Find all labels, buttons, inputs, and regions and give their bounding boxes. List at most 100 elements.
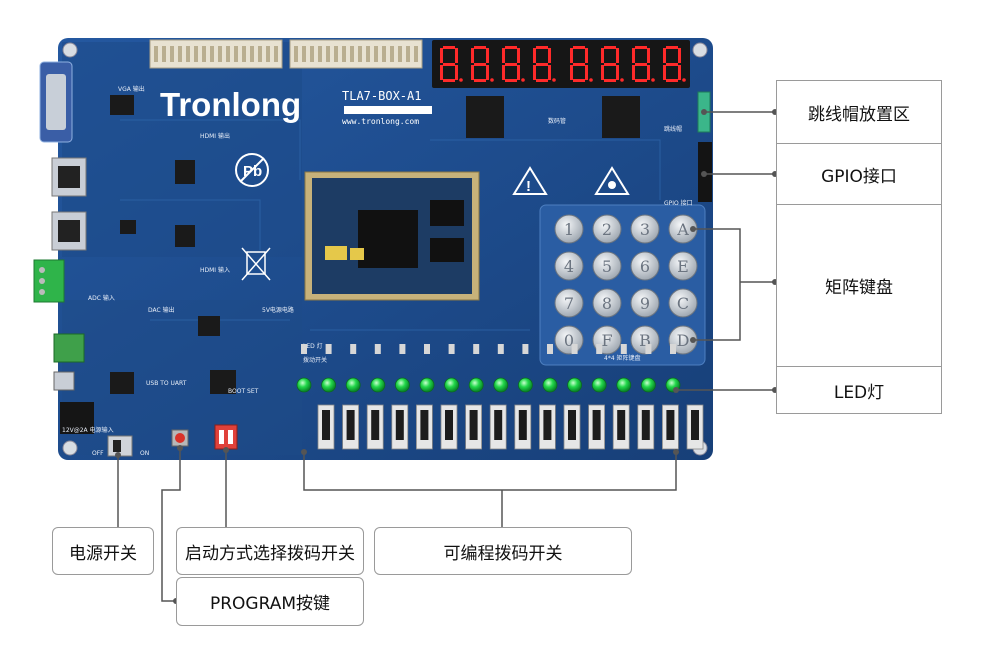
silk-vga: VGA 输出 bbox=[118, 85, 145, 93]
slide-switch bbox=[391, 404, 409, 450]
led bbox=[493, 377, 509, 393]
callout-dip-switch: 可编程拨码开关 bbox=[374, 527, 632, 575]
seg-digit bbox=[471, 46, 494, 82]
seg-digit bbox=[533, 46, 556, 82]
callout-gpio: GPIO接口 bbox=[776, 143, 942, 205]
keypad-key-label: B bbox=[639, 331, 651, 350]
silk-on: ON bbox=[140, 450, 149, 457]
keypad-key-label: A bbox=[676, 220, 689, 239]
usb-connector bbox=[53, 371, 75, 391]
seven-segment-display bbox=[432, 40, 690, 88]
leader-dots bbox=[115, 109, 778, 604]
led bbox=[444, 377, 460, 393]
silk-keypad: 4*4 矩阵键盘 bbox=[604, 354, 641, 362]
brand-logo: Tronlong bbox=[160, 86, 301, 123]
keypad-key: 6 bbox=[630, 251, 660, 281]
callout-jumper-label: 跳线帽放置区 bbox=[808, 104, 910, 125]
keypad-key-label: 1 bbox=[564, 220, 574, 239]
callout-boot-switch: 启动方式选择拨码开关 bbox=[176, 527, 364, 575]
keypad-key-label: 7 bbox=[564, 294, 574, 313]
boot-dip-switch bbox=[214, 424, 238, 450]
silk-switch: 拨动开关 bbox=[303, 356, 327, 364]
led-resistor bbox=[448, 344, 455, 354]
weee-bin-icon bbox=[241, 247, 271, 281]
slide-switch bbox=[317, 404, 335, 450]
callout-program-button: PROGRAM按键 bbox=[176, 577, 364, 626]
keypad-key: 5 bbox=[592, 251, 622, 281]
keypad-key-label: 9 bbox=[640, 294, 650, 313]
led-resistor bbox=[301, 344, 307, 354]
silk-5v-power: 5V电源电路 bbox=[262, 306, 294, 314]
esd-warning-icon bbox=[594, 166, 630, 195]
keypad-key-label: 4 bbox=[564, 257, 574, 276]
silk-seg: 数码管 bbox=[548, 117, 566, 125]
seg-digit bbox=[502, 46, 525, 82]
slide-switch bbox=[563, 404, 581, 450]
keypad-key: 4 bbox=[554, 251, 584, 281]
callout-keypad: 矩阵键盘 bbox=[776, 204, 942, 367]
keypad-key-label: C bbox=[677, 294, 689, 313]
led-resistor bbox=[670, 344, 676, 354]
keypad-key-label: 8 bbox=[602, 294, 612, 313]
keypad-key: 8 bbox=[592, 288, 622, 318]
led bbox=[296, 377, 312, 393]
led bbox=[591, 377, 607, 393]
led-resistor bbox=[596, 344, 603, 354]
keypad-key-label: 3 bbox=[640, 220, 650, 239]
board-model-underline bbox=[344, 106, 432, 114]
keypad-key-label: 5 bbox=[602, 257, 612, 276]
seg-digit bbox=[570, 46, 593, 82]
hdmi-input-connector bbox=[51, 211, 87, 251]
slide-switch bbox=[662, 404, 679, 450]
keypad-key-label: E bbox=[677, 257, 689, 276]
seg-digit bbox=[632, 46, 655, 82]
slide-switch bbox=[489, 404, 507, 450]
silk-adc: ADC 输入 bbox=[88, 294, 115, 302]
top-pin-headers bbox=[149, 39, 423, 69]
led bbox=[641, 377, 656, 393]
keypad-key: B bbox=[630, 325, 660, 355]
terminal-block bbox=[33, 259, 65, 303]
callout-boot-switch-label: 启动方式选择拨码开关 bbox=[185, 543, 355, 564]
callout-gpio-label: GPIO接口 bbox=[821, 166, 897, 187]
callout-jumper-area: 跳线帽放置区 bbox=[776, 80, 942, 144]
keypad-key-label: 2 bbox=[602, 220, 612, 239]
seg-digit bbox=[440, 46, 463, 82]
keypad-key: 2 bbox=[592, 214, 622, 244]
led bbox=[419, 377, 435, 393]
slide-switch bbox=[539, 404, 556, 450]
keypad-key: 9 bbox=[630, 288, 660, 318]
silk-dac: DAC 输出 bbox=[148, 306, 175, 314]
slide-switch bbox=[637, 404, 655, 450]
silk-gpio: GPIO 接口 bbox=[664, 199, 693, 207]
program-button bbox=[171, 429, 189, 447]
keypad-key: 1 bbox=[554, 214, 584, 244]
callout-dip-switch-label: 可编程拨码开关 bbox=[443, 543, 563, 564]
power-jack bbox=[60, 402, 94, 434]
keypad-key-label: 6 bbox=[640, 257, 650, 276]
board-model: TLA7-BOX-A1 bbox=[342, 89, 421, 103]
callout-power-switch-label: 电源开关 bbox=[69, 543, 137, 564]
led bbox=[567, 377, 582, 393]
led bbox=[345, 377, 361, 393]
led-resistor bbox=[645, 344, 652, 354]
silk-12v-power: 12V@2A 电源输入 bbox=[62, 426, 114, 434]
seg-digit bbox=[601, 46, 624, 82]
silk-hdmi-out: HDMI 输出 bbox=[200, 132, 230, 140]
led bbox=[518, 377, 533, 393]
board-website: www.tronlong.com bbox=[342, 117, 419, 126]
led-resistor bbox=[571, 344, 578, 354]
silk-hdmi-in: HDMI 输入 bbox=[200, 266, 230, 274]
svg-text:Pb: Pb bbox=[243, 163, 262, 180]
silk-usb-uart: USB TO UART bbox=[146, 380, 187, 387]
led-resistor bbox=[473, 344, 480, 354]
led-resistor bbox=[350, 344, 357, 354]
led-resistor bbox=[325, 344, 332, 354]
led-resistor bbox=[374, 344, 381, 354]
keypad-key: C bbox=[668, 288, 698, 318]
slide-switch bbox=[686, 404, 704, 450]
callout-power-switch: 电源开关 bbox=[52, 527, 154, 575]
led-resistor bbox=[620, 344, 627, 354]
keypad-key: E bbox=[668, 251, 698, 281]
